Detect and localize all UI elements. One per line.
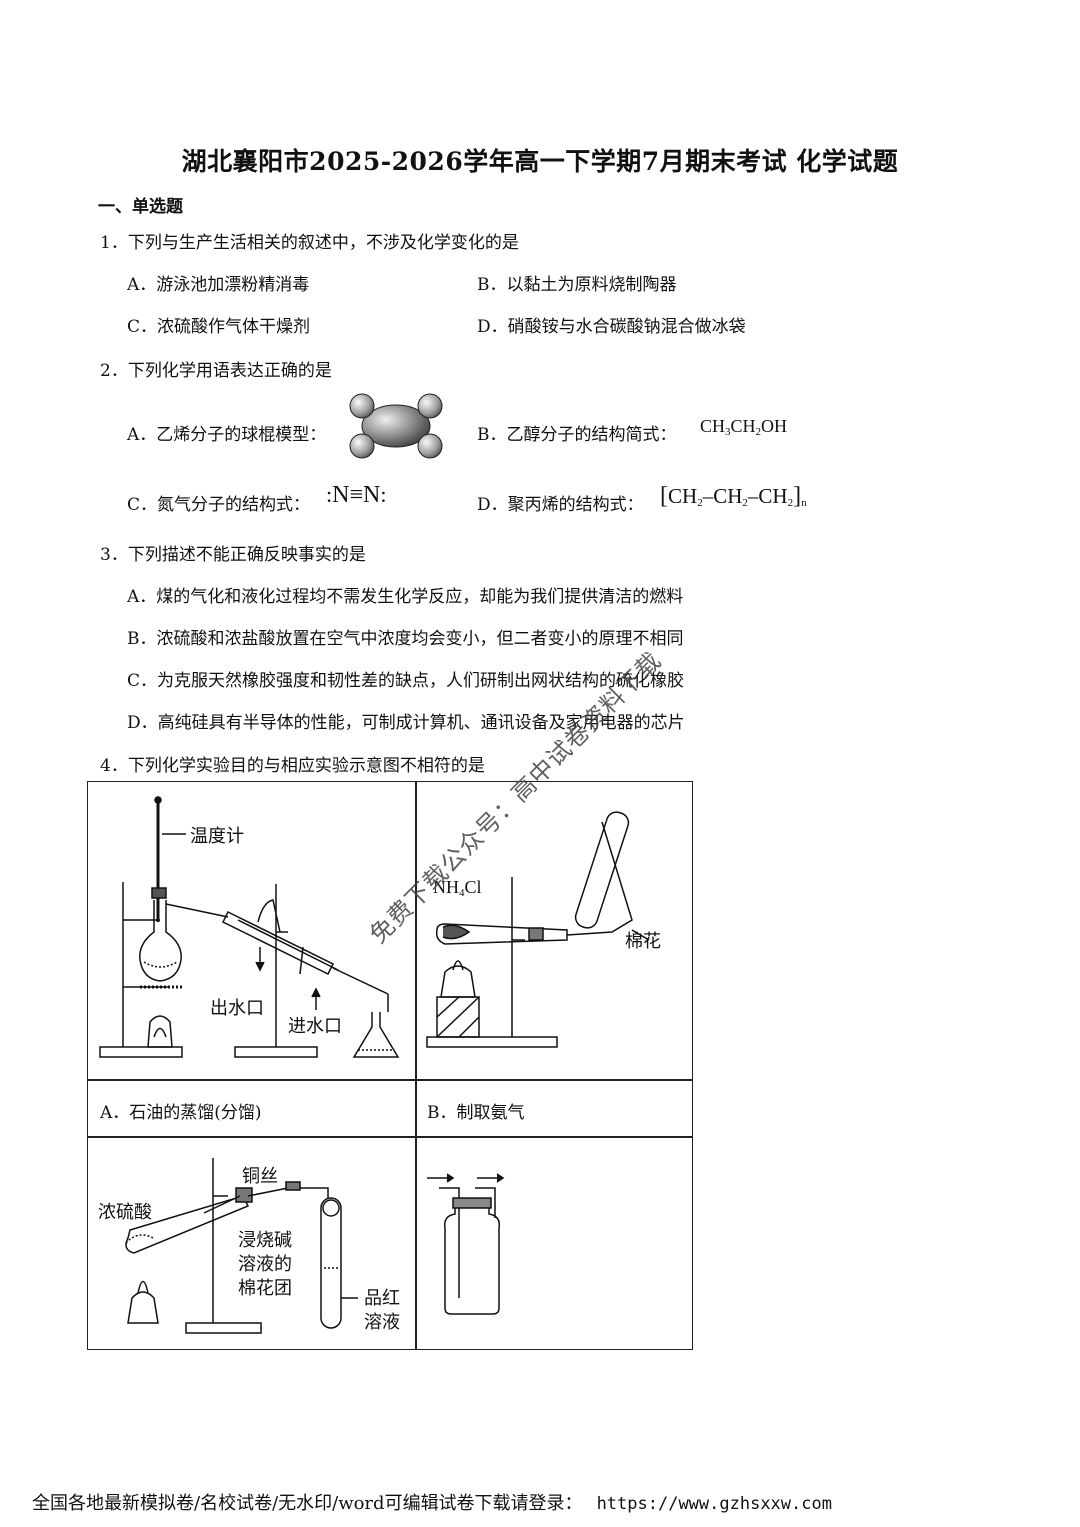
label-nh4cl: NH4Cl <box>433 877 482 899</box>
question-2-stem: 2．下列化学用语表达正确的是 <box>100 361 332 381</box>
page-title: 湖北襄阳市2025-2026学年高一下学期7月期末考试 化学试题 <box>181 147 899 176</box>
label-magenta-solution-1: 品红 <box>364 1288 400 1309</box>
question-2-option-c: C．氮气分子的结构式： <box>127 495 311 515</box>
label-cotton: 棉花 <box>625 931 661 952</box>
label-water-out: 出水口 <box>210 998 264 1019</box>
ethanol-formula: CH3CH2OH <box>700 416 788 438</box>
label-concentrated-sulfuric-acid: 浓硫酸 <box>98 1202 152 1223</box>
gas-collection-bottle-diagram <box>427 1173 505 1315</box>
section-heading: 一、单选题 <box>98 197 183 217</box>
footer-url[interactable]: https://www.gzhsxxw.com <box>596 1494 832 1514</box>
question-3-stem: 3．下列描述不能正确反映事实的是 <box>100 545 366 565</box>
question-3-option-b: B．浓硫酸和浓盐酸放置在空气中浓度均会变小，但二者变小的原理不相同 <box>127 629 684 649</box>
question-2-option-b: B．乙醇分子的结构简式： <box>477 425 677 445</box>
label-copper-wire: 铜丝 <box>242 1166 278 1187</box>
label-water-in: 进水口 <box>288 1016 342 1037</box>
footer: 全国各地最新模拟卷/名校试卷/无水印/word可编辑试卷下载请登录： https:… <box>32 1489 832 1515</box>
question-1-option-c: C．浓硫酸作气体干燥剂 <box>127 317 311 337</box>
label-soaked-cotton-1: 浸烧碱 <box>238 1230 292 1251</box>
label-soaked-cotton-2: 溶液的 <box>238 1254 292 1275</box>
experiment-table: 温度计 出水口 进水口 NH4Cl 棉花 A．石油的蒸馏( <box>87 781 693 1350</box>
question-1-option-d: D．硝酸铵与水合碳酸钠混合做冰袋 <box>477 317 746 337</box>
caption-b: B．制取氨气 <box>427 1103 525 1123</box>
ethylene-ball-stick-model <box>349 393 443 459</box>
question-1-stem: 1．下列与生产生活相关的叙述中，不涉及化学变化的是 <box>100 233 519 253</box>
question-3-option-a: A．煤的气化和液化过程均不需发生化学反应，却能为我们提供清洁的燃料 <box>127 587 684 607</box>
distillation-apparatus-diagram <box>99 796 400 1058</box>
label-thermometer: 温度计 <box>190 826 244 847</box>
question-1-option-b: B．以黏土为原料烧制陶器 <box>477 275 677 295</box>
question-4-stem: 4．下列化学实验目的与相应实验示意图不相符的是 <box>100 756 485 776</box>
footer-text: 全国各地最新模拟卷/名校试卷/无水印/word可编辑试卷下载请登录： <box>32 1493 583 1514</box>
polypropylene-formula: [CH2–CH2–CH2]n <box>660 483 807 509</box>
question-1-option-a: A．游泳池加漂粉精消毒 <box>127 275 310 295</box>
ammonia-preparation-diagram <box>426 811 650 1048</box>
caption-a: A．石油的蒸馏(分馏) <box>100 1103 262 1123</box>
question-2-option-a: A．乙烯分子的球棍模型： <box>127 425 327 445</box>
copper-sulfuric-acid-diagram <box>125 1158 358 1334</box>
question-2-option-d: D．聚丙烯的结构式： <box>477 495 644 515</box>
label-soaked-cotton-3: 棉花团 <box>238 1278 292 1299</box>
question-3-option-c: C．为克服天然橡胶强度和韧性差的缺点，人们研制出网状结构的硫化橡胶 <box>127 671 685 691</box>
nitrogen-formula: :N≡N: <box>326 482 387 508</box>
question-3-option-d: D．高纯硅具有半导体的性能，可制成计算机、通讯设备及家用电器的芯片 <box>127 713 685 733</box>
label-magenta-solution-2: 溶液 <box>364 1312 400 1333</box>
